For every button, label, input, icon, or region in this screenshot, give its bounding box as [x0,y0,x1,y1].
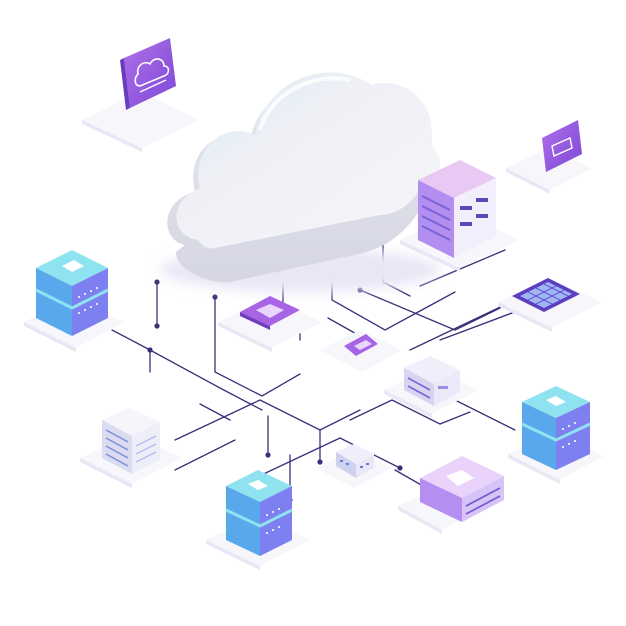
chip-tile-icon [344,334,378,356]
server-box-icon [420,456,504,522]
server-box-tile-left [80,408,182,488]
node-dot-icon [317,459,323,465]
node-dot-icon [265,452,271,458]
server-rack-tile-bottom [206,470,310,570]
document-card-tile [506,120,592,194]
display-grid-icon [512,278,580,312]
cloud-card-tile [82,38,200,152]
display-grid-tile [498,278,602,332]
switch-tile [316,444,392,488]
node-dot-icon [154,279,160,285]
server-box-tile-purple [398,456,504,534]
server-rack-icon [521,386,591,470]
server-rack-tile-left [24,250,124,352]
router-tile [384,356,478,418]
server-rack-icon [225,470,293,556]
cloud-card-icon [120,38,176,110]
node-dot-icon [154,323,160,329]
node-dot-icon [212,294,218,300]
network-switch-icon [336,444,374,478]
node-dot-icon [147,347,153,353]
node-dot-icon [397,465,403,471]
cloud-icon [160,72,440,292]
server-rack-icon [35,250,109,336]
chip-tile-small [320,330,402,372]
router-icon [404,356,460,406]
server-tower-icon [418,160,496,258]
server-rack-tile-right [508,386,604,484]
chip-tile-center [218,296,322,352]
server-tower-tile [400,160,520,272]
server-box-icon [102,408,160,474]
document-card-icon [542,120,582,172]
chip-tile-icon [240,296,300,330]
